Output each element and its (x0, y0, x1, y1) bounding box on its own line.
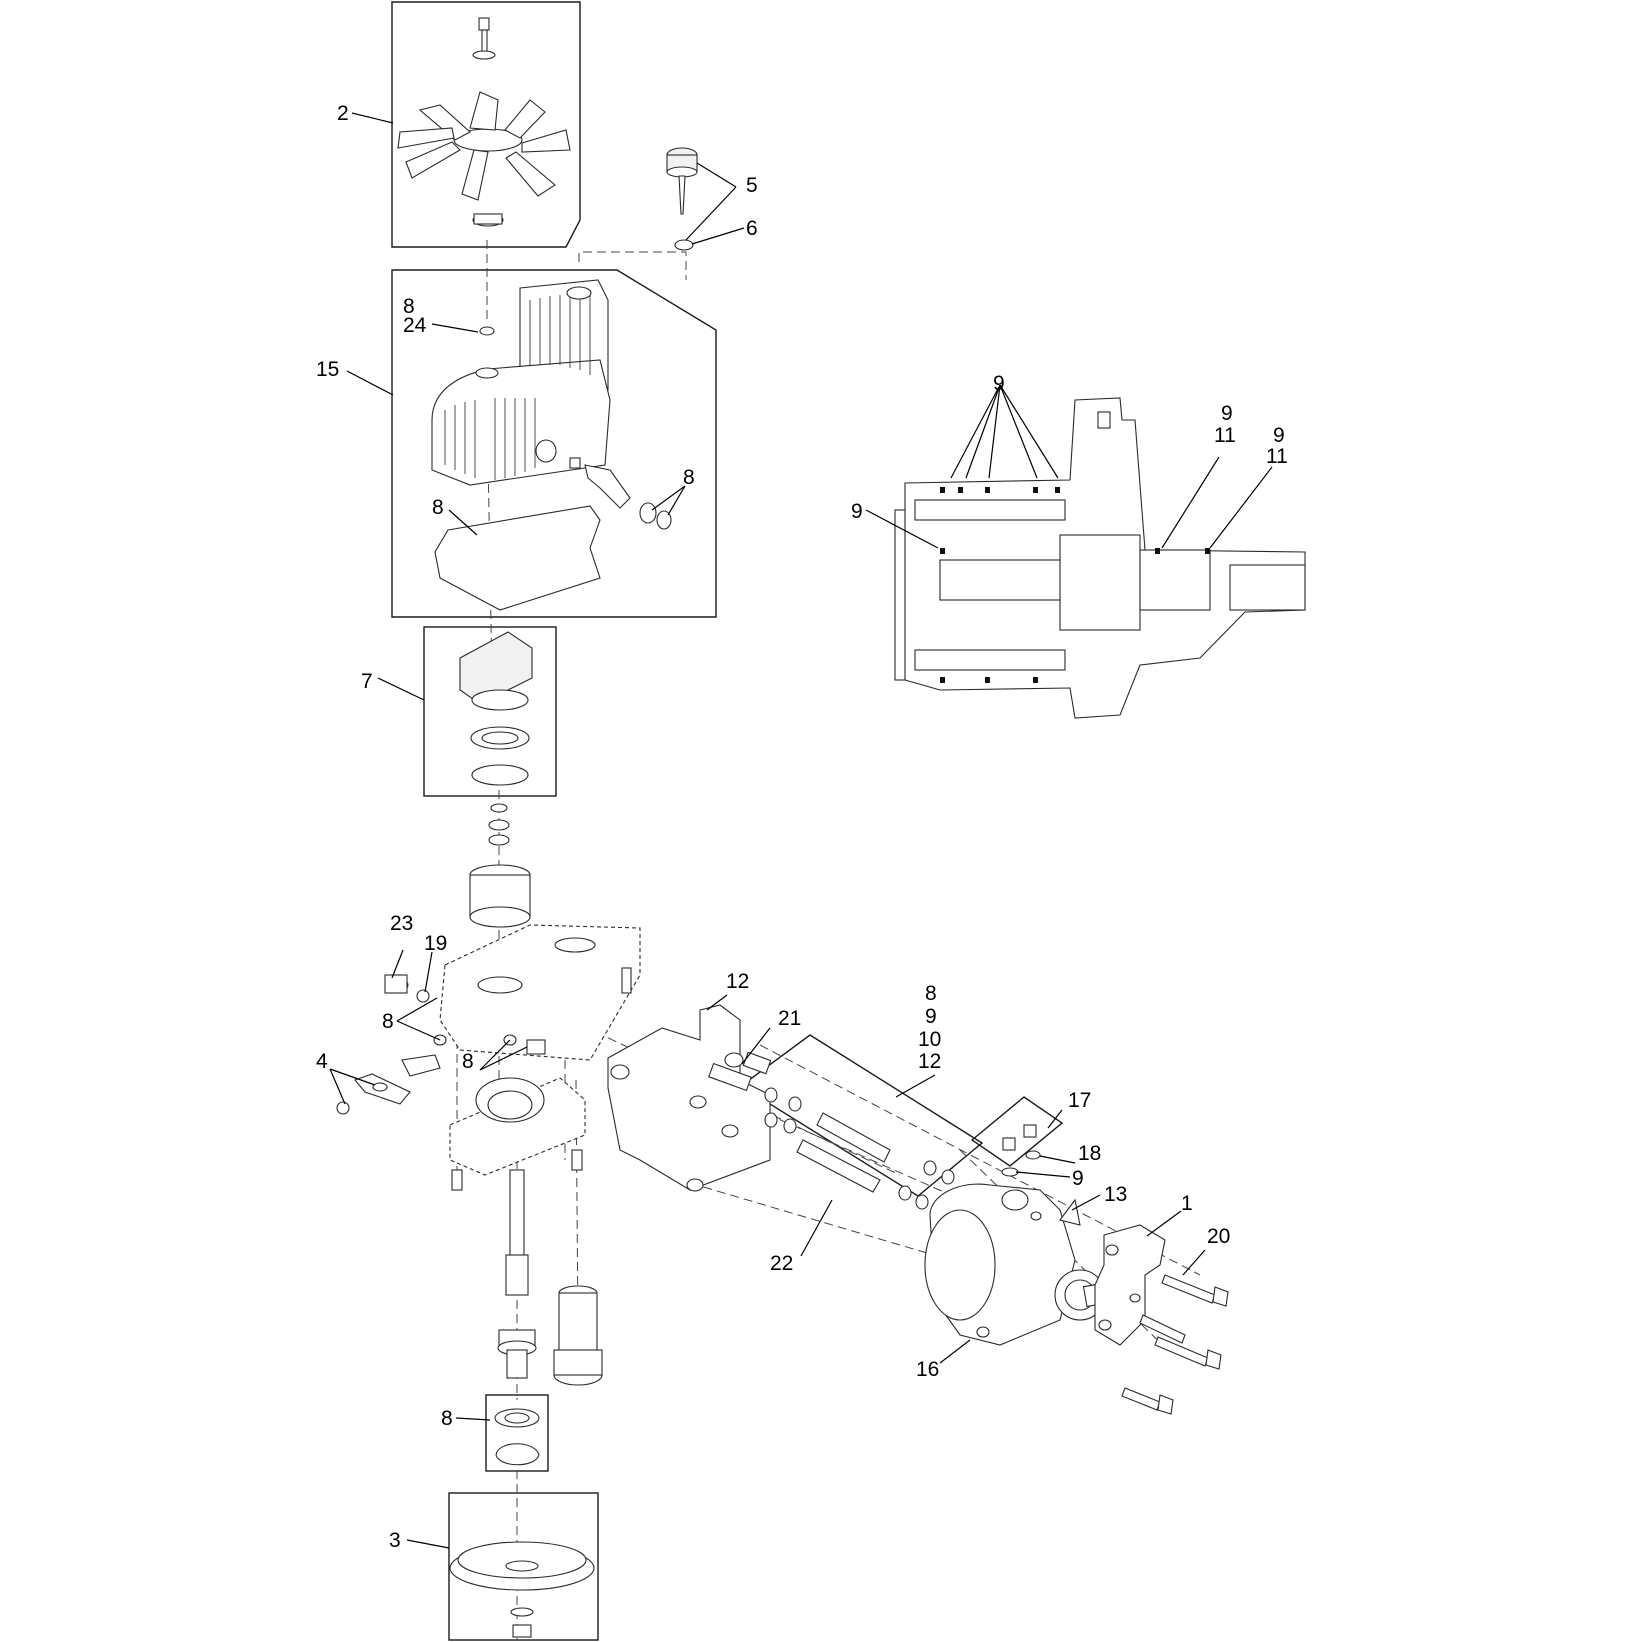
callout-9-kit: 9 (925, 1005, 937, 1028)
charge-filter (553, 1285, 603, 1386)
callout-9-section-right-b: 9 (1273, 424, 1285, 447)
callout-6: 6 (746, 217, 758, 240)
end-cap (607, 1004, 772, 1192)
callout-4: 4 (316, 1050, 328, 1073)
callout-12-kit: 12 (918, 1050, 941, 1073)
callout-3: 3 (389, 1529, 401, 1552)
pump-shaft (497, 1169, 537, 1379)
callout-2: 2 (337, 102, 349, 125)
tube-kit-frame (739, 1034, 984, 1197)
callout-15: 15 (316, 358, 339, 381)
check-tubes-and-orings (764, 1087, 955, 1210)
callout-9-section-left: 9 (851, 500, 863, 523)
callout-11-section-b: 11 (1266, 445, 1288, 468)
callout-9-section-top: 9 (993, 372, 1005, 395)
valve-kit-frame (970, 1096, 1064, 1167)
callout-9-valve: 9 (1072, 1167, 1084, 1190)
callout-11-section-a: 11 (1214, 424, 1236, 447)
leader-lines (329, 112, 1273, 1549)
callout-7: 7 (361, 670, 373, 693)
callout-8-gasket: 8 (432, 496, 444, 519)
callout-8-center-left: 8 (382, 1010, 394, 1033)
callout-18: 18 (1078, 1142, 1101, 1165)
callout-23: 23 (390, 912, 413, 935)
sectional-view (894, 397, 1306, 719)
pulley (449, 1541, 595, 1638)
callout-labels: 2 5 6 8 24 15 8 8 7 9 9 11 9 11 9 23 19 … (316, 102, 1288, 1552)
callout-20: 20 (1207, 1225, 1230, 1248)
callout-21: 21 (778, 1007, 801, 1030)
charge-manifold (449, 1077, 586, 1191)
callout-24: 24 (403, 314, 427, 337)
callout-19: 19 (424, 932, 447, 955)
bolts (1121, 1274, 1229, 1415)
housing-kit-frame (391, 269, 717, 618)
callout-8-kit: 8 (925, 982, 937, 1005)
swashplate-and-bearings (459, 631, 533, 786)
callout-17: 17 (1068, 1089, 1091, 1112)
wheel-motor (924, 1183, 1123, 1346)
callout-22: 22 (770, 1252, 793, 1275)
dipstick (666, 147, 698, 251)
pulley-kit-frame (448, 1492, 599, 1641)
swashplate-kit-frame (423, 626, 557, 797)
bearing-and-ring (494, 1408, 540, 1466)
cylinder-block (469, 803, 531, 928)
callout-12-endcap: 12 (726, 970, 749, 993)
callout-8-housing-top: 8 (403, 295, 415, 318)
callout-9-section-right-a: 9 (1221, 402, 1233, 425)
cooling-fan (397, 17, 571, 227)
callout-5: 5 (746, 174, 758, 197)
callout-8-bearing: 8 (441, 1407, 453, 1430)
callout-1: 1 (1181, 1192, 1193, 1215)
hydro-housing (431, 279, 672, 611)
callout-8-center: 8 (462, 1050, 474, 1073)
relief-valves (1001, 1124, 1041, 1177)
callout-13: 13 (1104, 1183, 1127, 1206)
callout-10: 10 (918, 1028, 941, 1051)
callout-16: 16 (916, 1358, 939, 1381)
fan-kit-frame (391, 1, 581, 248)
callout-8-housing-right: 8 (683, 466, 695, 489)
